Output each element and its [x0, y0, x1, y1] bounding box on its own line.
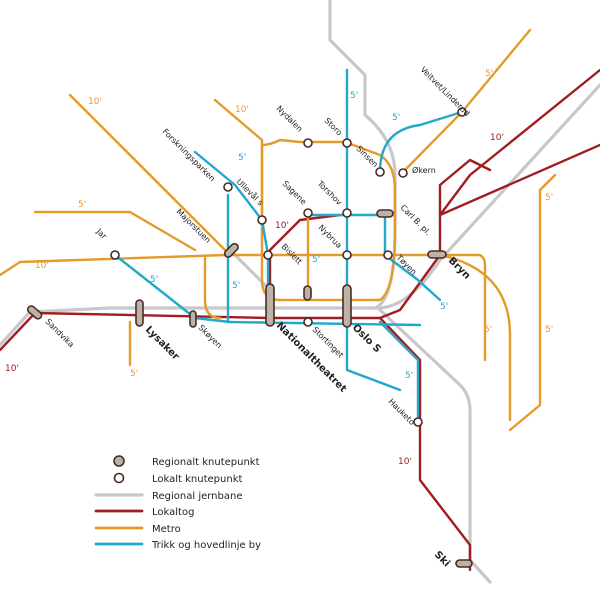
map-legend: Regionalt knutepunkt Lokalt knutepunkt R… [94, 455, 261, 551]
freq-label: 5' [440, 302, 448, 312]
freq-label: 5' [484, 325, 492, 335]
freq-label: 5' [238, 153, 246, 163]
hub-bryn[interactable] [427, 250, 447, 259]
label-okern: Økern [412, 165, 436, 175]
node-veitvet[interactable] [457, 107, 467, 117]
tram-south-loop [345, 323, 402, 392]
freq-label: 5' [392, 113, 400, 123]
label-nydalen: Nydalen [275, 104, 305, 134]
metro-east-5 [438, 253, 512, 422]
freq-label: 10' [490, 133, 504, 143]
label-majorstuen: Majorstuen [175, 207, 213, 245]
freq-label: 5' [78, 200, 86, 210]
tram-south [378, 320, 420, 422]
legend-hub-swatch [113, 455, 125, 467]
hub-lysaker[interactable] [135, 299, 144, 327]
legend-node-label: Lokalt knutepunkt [152, 474, 242, 485]
freq-label: 5' [545, 325, 553, 335]
node-stortinget[interactable] [303, 317, 313, 327]
label-skoyen: Skøyen [197, 323, 224, 350]
freq-label: 10' [88, 97, 102, 107]
label-ski: Ski [432, 549, 452, 569]
freq-label: 5' [545, 193, 553, 203]
freq-label: 5' [150, 275, 158, 285]
local-north [438, 158, 492, 217]
hub-carl-b[interactable] [376, 209, 394, 218]
legend-metro-label: Metro [152, 524, 181, 535]
label-hauketo: Hauketo [387, 397, 417, 427]
label-sandvika: Sandvika [44, 317, 76, 349]
tram-west [193, 316, 422, 327]
rail-west-main [0, 83, 600, 347]
label-nybrua: Nybrua [317, 223, 344, 250]
node-nydalen[interactable] [303, 138, 313, 148]
freq-label: 10' [398, 457, 412, 467]
node-forskningsparken[interactable] [223, 182, 233, 192]
label-veitvet: Veitvet/Linderud [419, 65, 472, 118]
node-storo[interactable] [342, 138, 352, 148]
freq-label: 5' [350, 91, 358, 101]
node-jar[interactable] [110, 250, 120, 260]
label-forskningsparken: Forskningsparken [161, 127, 217, 183]
node-hauketo[interactable] [413, 417, 423, 427]
node-torshov[interactable] [342, 208, 352, 218]
tram-ne [378, 110, 464, 174]
label-sinsen: Sinsen [355, 144, 380, 169]
rail-north [328, 0, 367, 117]
freq-label: 10' [275, 221, 289, 231]
metro-majorstuen-5 [203, 256, 222, 320]
node-nybrua[interactable] [342, 250, 352, 260]
freq-label: 10' [35, 261, 49, 271]
local-east-branch [438, 143, 600, 217]
hub-skoyen[interactable] [189, 310, 197, 328]
regional-hubs [26, 209, 473, 568]
metro-ne-5 [403, 28, 532, 172]
node-bislett[interactable] [263, 250, 273, 260]
hub-oslo-s[interactable] [342, 284, 352, 328]
hub-stortinget[interactable] [303, 285, 312, 301]
legend-node-swatch [113, 472, 125, 484]
hub-nationaltheatret[interactable] [265, 283, 275, 327]
regional-rail-lines [0, 0, 600, 584]
freq-label: 5' [130, 369, 138, 379]
hub-ski[interactable] [455, 559, 473, 568]
freq-label: 5' [485, 69, 493, 79]
tram-sagene-grid [306, 213, 387, 257]
local-train-lines [0, 68, 600, 572]
freq-label: 5' [405, 371, 413, 381]
local-west [0, 68, 600, 352]
node-sinsen[interactable] [375, 167, 385, 177]
tram-jar-skoyen [113, 253, 197, 320]
legend-hub-label: Regionalt knutepunkt [152, 457, 260, 468]
metro-west-5 [33, 210, 197, 252]
label-sagene: Sagene [281, 179, 309, 207]
legend-local-label: Lokaltog [152, 507, 194, 518]
local-nodes [110, 107, 467, 427]
hub-sandvika[interactable] [26, 305, 43, 321]
metro-nw-10 [68, 93, 227, 252]
label-lysaker: Lysaker [143, 324, 181, 362]
metro-east-far-5 [508, 173, 557, 432]
legend-rail-label: Regional jernbane [152, 491, 243, 502]
label-carl-b: Carl B. pl. [399, 203, 433, 237]
freq-label: 10' [235, 105, 249, 115]
node-okern[interactable] [398, 168, 408, 178]
freq-label: 10' [5, 364, 19, 374]
label-torshov: Torshov [315, 178, 344, 207]
label-storo: Storo [323, 116, 344, 137]
label-jar: Jar [94, 226, 109, 241]
rail-south [378, 308, 492, 584]
frequency-labels: 10' 10' 5' 5' 5' 10' 5' 5' 10' 10' 5' 5'… [5, 69, 553, 467]
hub-majorstuen[interactable] [223, 242, 239, 258]
legend-tram-label: Trikk og hovedlinje by [151, 540, 261, 551]
label-oslo-s: Oslo S [350, 322, 383, 355]
local-south [378, 316, 472, 572]
freq-label: 5' [312, 255, 320, 265]
node-toyen[interactable] [383, 250, 393, 260]
node-ulleval[interactable] [257, 215, 267, 225]
freq-label: 5' [232, 281, 240, 291]
node-sagene[interactable] [303, 208, 313, 218]
tram-east [383, 253, 442, 302]
